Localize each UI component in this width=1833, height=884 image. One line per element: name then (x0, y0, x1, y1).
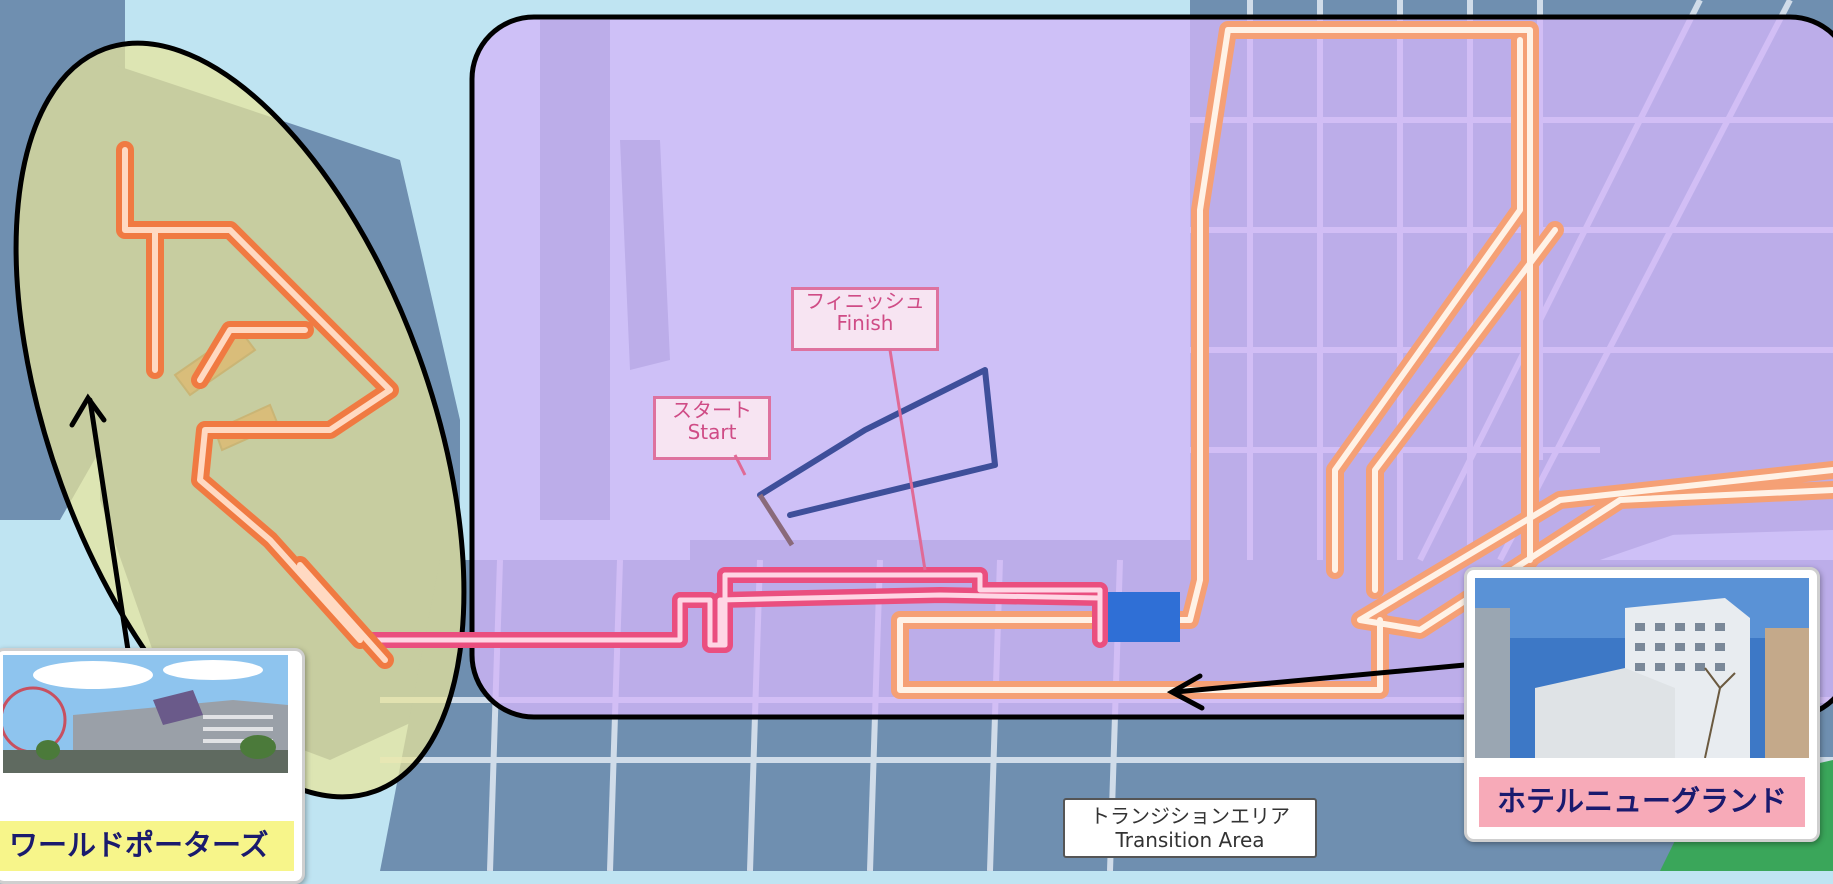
swim-start-link (757, 493, 795, 547)
world-porters-card: ワールドポーターズ (0, 648, 305, 884)
transition-area-sign: トランジションエリア Transition Area (1063, 798, 1317, 858)
hotel-building-photo (1475, 578, 1809, 758)
start-sign: スタート Start (653, 396, 771, 460)
hotel-card: ホテルニューグランド (1464, 567, 1820, 842)
bike-route-pink (352, 567, 1108, 653)
world-porters-caption: ワールドポーターズ (0, 821, 294, 871)
bike-route-left (116, 141, 399, 669)
hotel-caption: ホテルニューグランド (1479, 777, 1805, 827)
finish-sign: フィニッシュ Finish (791, 287, 939, 351)
swim-route (757, 367, 998, 518)
shopping-mall-photo (3, 655, 288, 773)
run-route-orange (891, 21, 1833, 699)
transition-marker (1108, 592, 1180, 642)
pointer-arrows (69, 393, 1468, 711)
